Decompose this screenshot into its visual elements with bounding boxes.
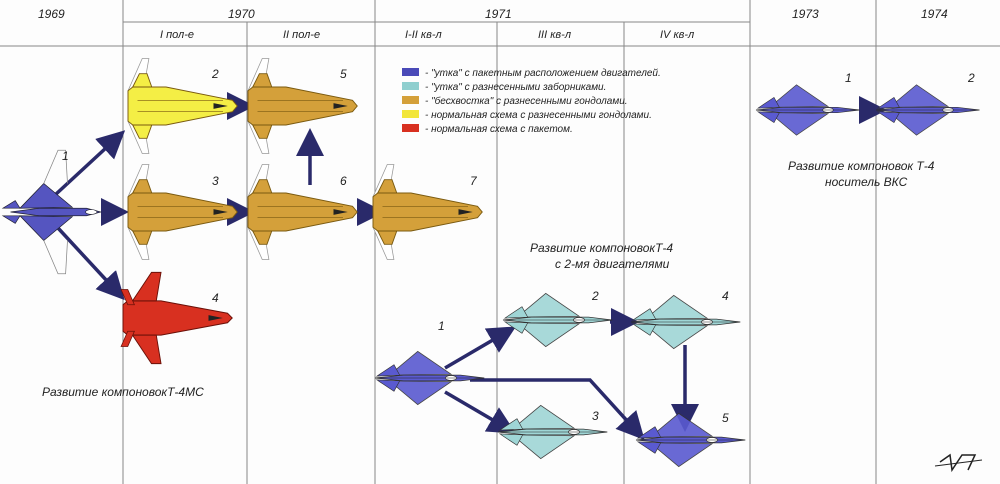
num-tw1: 1 — [438, 319, 445, 333]
arrow-t1-to-t5 — [470, 378, 645, 441]
caption-vks-line1: Развитие компоновок Т-4 — [788, 159, 935, 173]
num-tw3: 3 — [592, 409, 599, 423]
year-1974: 1974 — [921, 7, 948, 21]
aircraft-vks-2 — [875, 84, 980, 136]
period-1971-q3: III кв-л — [538, 29, 571, 41]
arrows — [53, 92, 887, 441]
header: 1969 1970 1971 1973 1974 I пол-е II пол-… — [38, 7, 948, 41]
num-tw4: 4 — [722, 289, 729, 303]
caption-vks-line2: носитель ВКС — [825, 175, 908, 189]
legend: - "утка" с пакетным расположением двигат… — [402, 68, 661, 135]
legend-text-normal-packet: - нормальная схема с пакетом. — [425, 124, 573, 135]
num-ms6: 6 — [340, 174, 347, 188]
num-tw5: 5 — [722, 411, 729, 425]
num-vk1: 1 — [845, 71, 852, 85]
aircraft-numbers: 1 2 3 4 5 6 7 1 2 3 4 5 1 2 — [62, 67, 975, 425]
num-vk2: 2 — [967, 71, 975, 85]
arrow-1-to-2 — [53, 130, 126, 197]
num-ms7: 7 — [470, 174, 478, 188]
legend-swatch-duck-separate — [402, 82, 419, 90]
caption-twin-line1: Развитие компоновокТ-4 — [530, 241, 673, 255]
num-tw2: 2 — [591, 289, 599, 303]
aircraft-vks-1 — [755, 84, 860, 136]
t4ms-aircraft — [1, 58, 483, 365]
legend-swatch-normal-separate — [402, 110, 419, 118]
aircraft-ms-4 — [120, 271, 233, 365]
period-1971-q12: I-II кв-л — [405, 29, 442, 41]
aircraft-ms-7 — [372, 164, 483, 260]
arrow-1-to-4 — [56, 226, 125, 301]
num-ms3: 3 — [212, 174, 219, 188]
num-ms5: 5 — [340, 67, 347, 81]
arrow-t1-to-t2 — [444, 326, 517, 370]
legend-text-duck-packet: - "утка" с пакетным расположением двигат… — [425, 68, 661, 79]
legend-text-duck-separate: - "утка" с разнесенными заборниками. — [425, 81, 606, 93]
aircraft-ms-2 — [127, 58, 238, 154]
legend-swatch-duck-packet — [402, 68, 419, 76]
aircraft-ms-3 — [127, 164, 238, 260]
caption-twin-line2: с 2-мя двигателями — [555, 257, 670, 271]
year-1970: 1970 — [228, 7, 255, 21]
legend-swatch-normal-packet — [402, 124, 419, 132]
aircraft-tw-3 — [497, 405, 608, 459]
legend-text-normal-separate: - нормальная схема с разнесенными гондол… — [425, 110, 652, 121]
captions: Развитие компоновокТ-4МС Развитие компон… — [42, 159, 935, 399]
aircraft-ms-1 — [1, 149, 103, 275]
aircraft-tw-5 — [635, 413, 746, 467]
caption-t4ms: Развитие компоновокТ-4МС — [42, 385, 204, 399]
num-ms4: 4 — [212, 291, 219, 305]
year-1973: 1973 — [792, 7, 819, 21]
num-ms2: 2 — [211, 67, 219, 81]
period-1970-h2: II пол-е — [283, 29, 320, 41]
aircraft-tw-4 — [630, 295, 741, 349]
aircraft-tw-1 — [374, 351, 485, 405]
period-1970-h1: I пол-е — [160, 29, 194, 41]
num-ms1: 1 — [62, 149, 69, 163]
period-1971-q4: IV кв-л — [660, 29, 694, 41]
signature — [934, 453, 983, 473]
legend-text-tailless: - "бесхвостка" с разнесенными гондолами. — [425, 95, 628, 107]
legend-swatch-tailless — [402, 96, 419, 104]
year-1971: 1971 — [485, 7, 512, 21]
arrow-t1-to-t3 — [444, 390, 517, 434]
year-1969: 1969 — [38, 7, 65, 21]
